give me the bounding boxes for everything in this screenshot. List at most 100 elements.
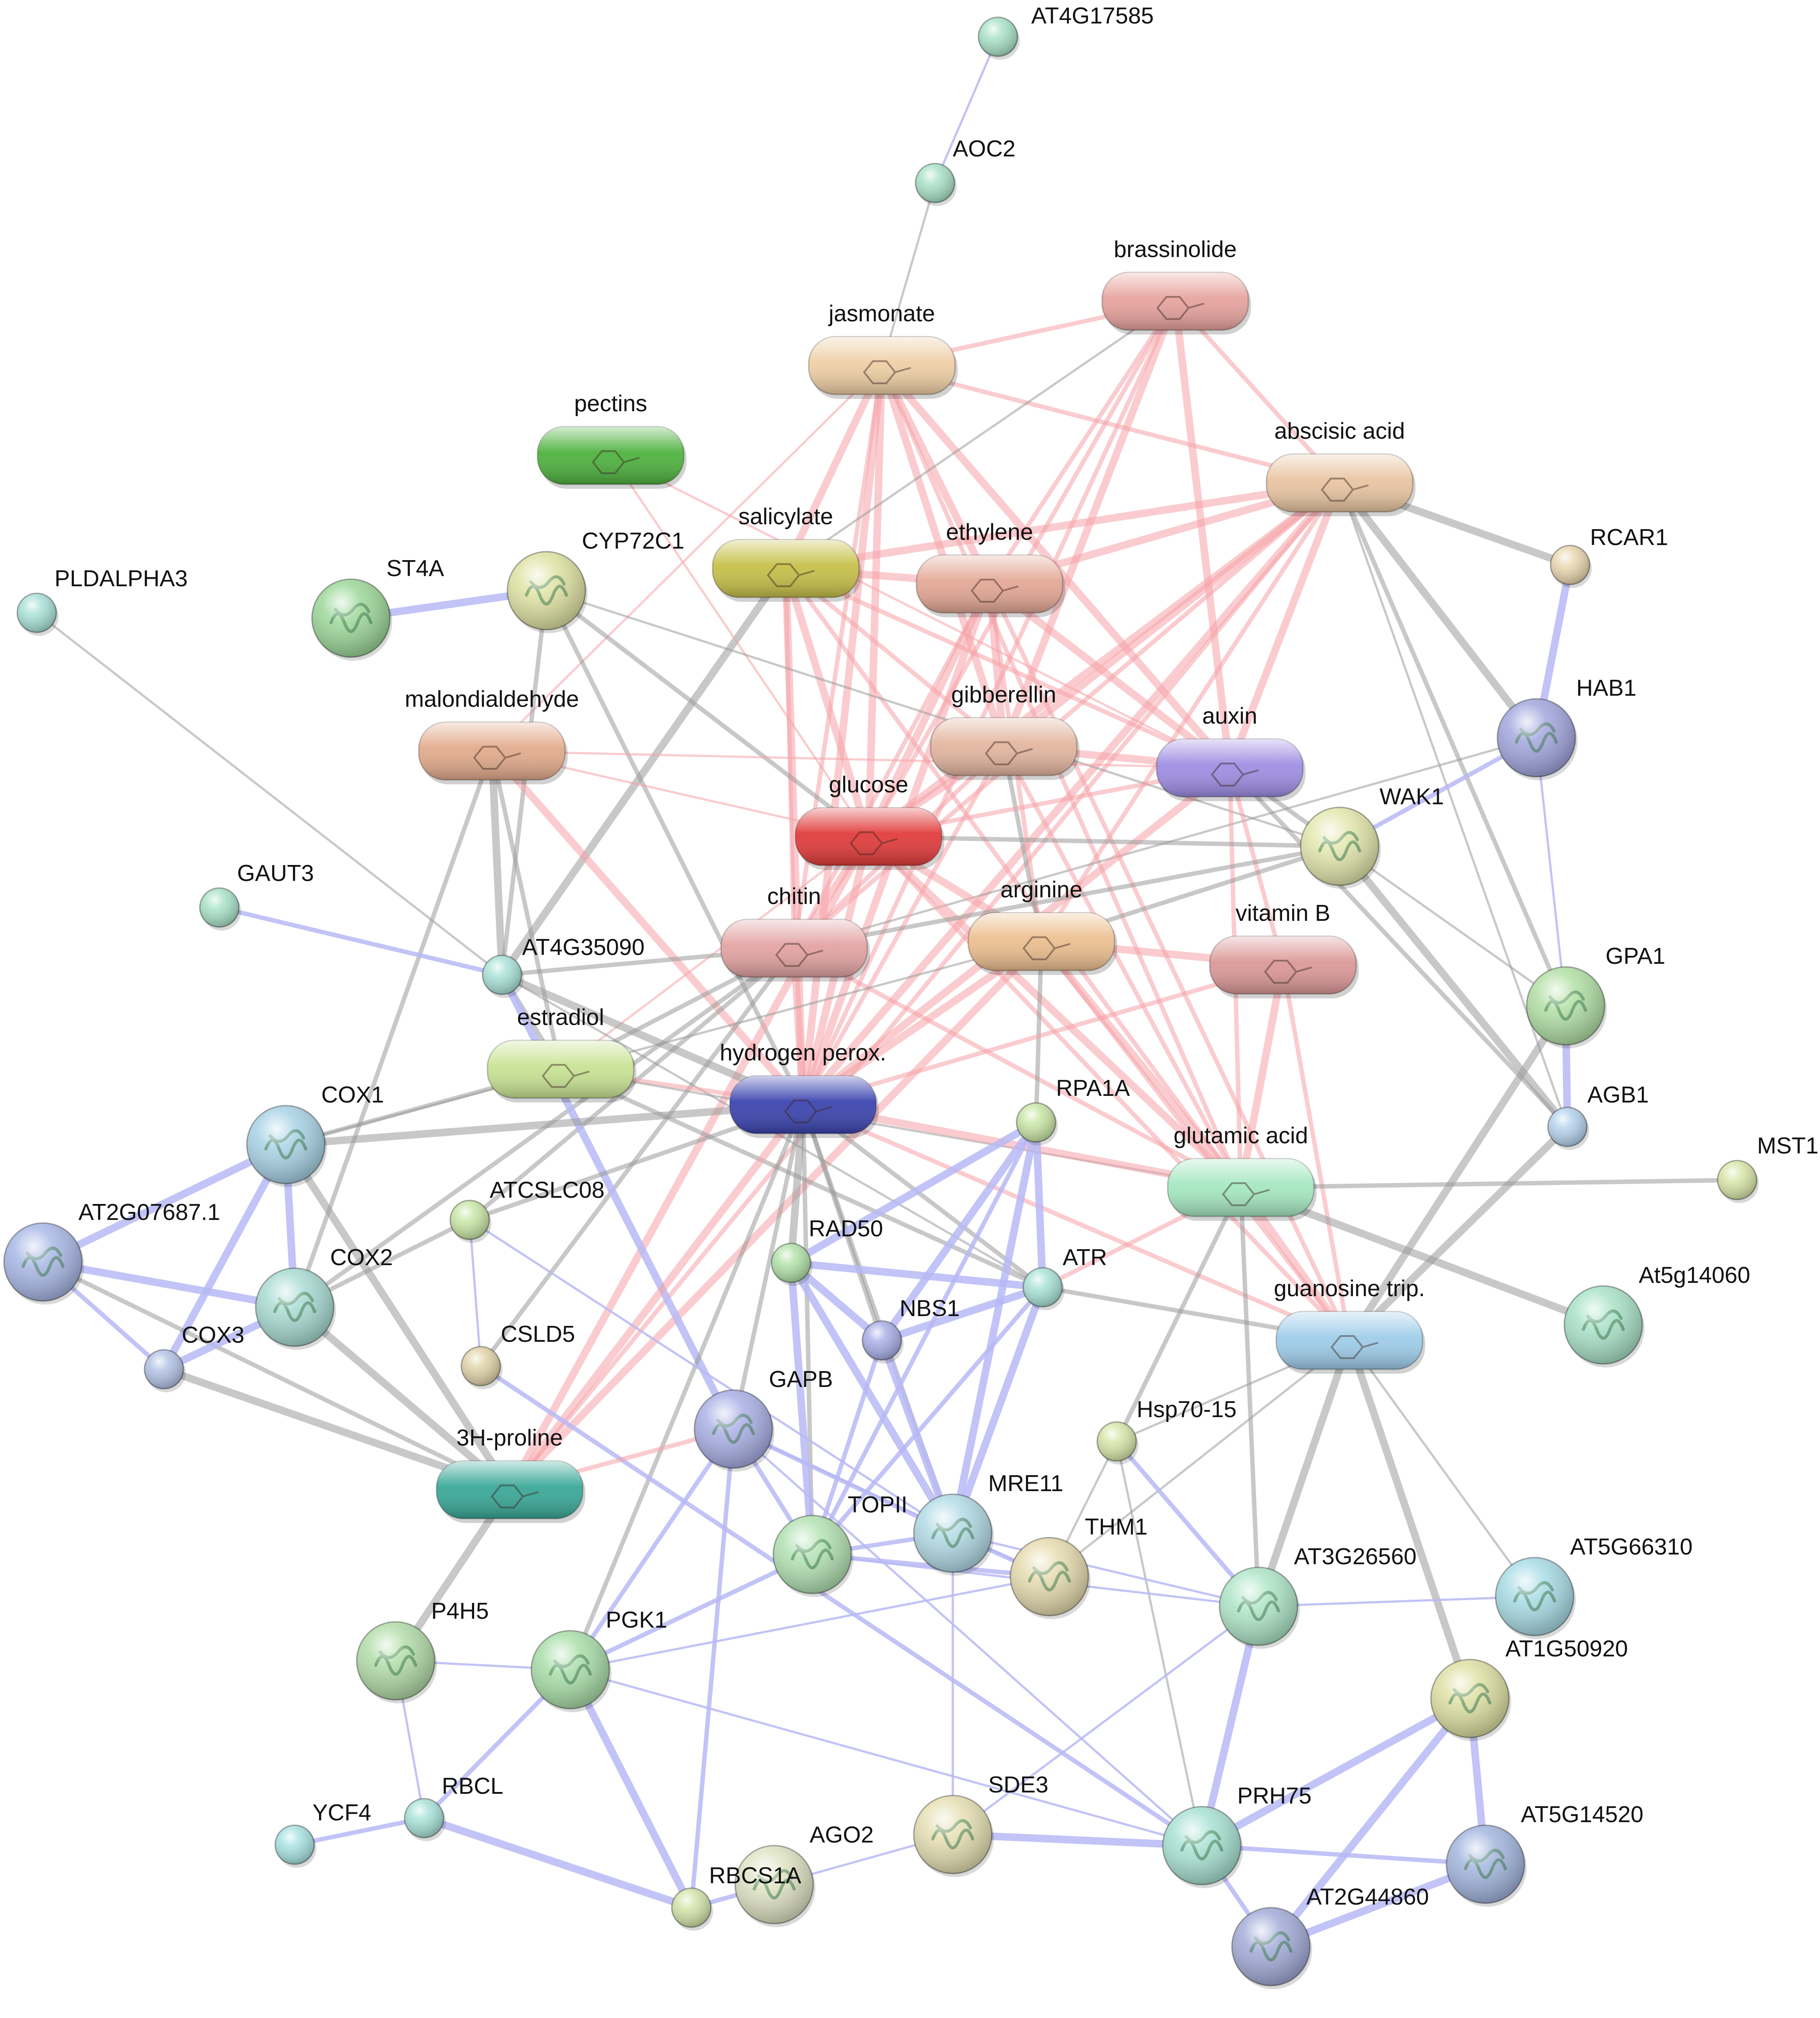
- node-rcar1[interactable]: RCAR1: [1550, 525, 1668, 588]
- node-gapb[interactable]: GAPB: [694, 1367, 833, 1472]
- edge-chitin-ATCSLC08: [468, 946, 796, 1222]
- pill-gloss: [1102, 273, 1248, 330]
- node-pldalpha3[interactable]: PLDALPHA3: [16, 566, 188, 636]
- node-glutamic-acid[interactable]: glutamic acid: [1167, 1123, 1317, 1221]
- node-rbcs1a[interactable]: RBCS1A: [671, 1863, 801, 1931]
- bubble-gloss: [200, 888, 239, 927]
- node-sde3[interactable]: SDE3: [913, 1772, 1048, 1877]
- node-label: CYP72C1: [582, 528, 684, 554]
- node-at4g17585[interactable]: AT4G17585: [978, 3, 1154, 60]
- node-gibberellin[interactable]: gibberellin: [930, 682, 1080, 780]
- node-aoc2[interactable]: AOC2: [915, 136, 1016, 206]
- node-st4a[interactable]: ST4A: [311, 556, 444, 661]
- edge-brassinolide-salicylate: [784, 300, 1177, 570]
- node-at2g44860[interactable]: AT2G44860: [1231, 1884, 1429, 1989]
- node-rbcl[interactable]: RBCL: [404, 1773, 503, 1841]
- edge-auxin-AGB1: [1228, 766, 1570, 1129]
- node-malondialdehyde[interactable]: malondialdehyde: [405, 686, 579, 784]
- node-chitin[interactable]: chitin: [720, 884, 870, 982]
- node-hsp70-15[interactable]: Hsp70-15: [1096, 1397, 1236, 1465]
- node-abscisic-acid[interactable]: abscisic acid: [1266, 418, 1415, 516]
- node-estradiol[interactable]: estradiol: [487, 1005, 636, 1102]
- node-jasmonate[interactable]: jasmonate: [808, 301, 958, 399]
- edge-RAD50-MRE11: [787, 1259, 957, 1537]
- edge-GPA1-WAK1: [1338, 845, 1567, 1007]
- node-topii[interactable]: TOPII: [772, 1492, 908, 1597]
- node-3h-proline[interactable]: 3H-proline: [436, 1425, 585, 1523]
- edge-RBCL-YCF4: [292, 1816, 426, 1847]
- edge-AT3G26560-SDE3: [951, 1605, 1260, 1836]
- molecule-structure-icon: [970, 579, 1019, 603]
- pill-gloss: [721, 919, 867, 977]
- node-vitamin-b[interactable]: vitamin B: [1209, 900, 1359, 998]
- node-p4h5[interactable]: P4H5: [356, 1598, 489, 1703]
- node-mst1[interactable]: MST1: [1717, 1133, 1819, 1203]
- node-mre11[interactable]: MRE11: [913, 1471, 1064, 1576]
- node-label: AOC2: [953, 136, 1016, 162]
- node-arginine[interactable]: arginine: [967, 877, 1117, 975]
- node-at3g26560[interactable]: AT3G26560: [1219, 1544, 1417, 1649]
- node-at4g35090[interactable]: AT4G35090: [482, 935, 645, 998]
- node-salicylate[interactable]: salicylate: [712, 504, 861, 602]
- edge-malondialdehyde-estradiol: [490, 749, 563, 1071]
- node-nbs1[interactable]: NBS1: [861, 1296, 960, 1364]
- node-brassinolide[interactable]: brassinolide: [1101, 237, 1251, 335]
- node-hab1[interactable]: HAB1: [1497, 675, 1637, 780]
- node-ethylene[interactable]: ethylene: [916, 519, 1065, 617]
- edge-PGK1-RBCS1A: [566, 1666, 695, 1912]
- bubble-gloss: [405, 1799, 444, 1838]
- node-at5g14520[interactable]: AT5G14520: [1446, 1802, 1644, 1907]
- molecule-structure-icon: [592, 450, 640, 474]
- edge-jasmonate-salicylate: [782, 362, 886, 573]
- node-thm1[interactable]: THM1: [1009, 1514, 1148, 1619]
- node-label: 3H-proline: [456, 1425, 563, 1451]
- node-gpa1[interactable]: GPA1: [1526, 943, 1665, 1048]
- node-wak1[interactable]: WAK1: [1300, 784, 1444, 889]
- node-at2g07687-1[interactable]: AT2G07687.1: [3, 1200, 220, 1305]
- node-label: COX1: [321, 1082, 384, 1108]
- edge-CSLD5-PRH75: [479, 1364, 1204, 1848]
- node-atcslc08[interactable]: ATCSLC08: [449, 1177, 604, 1243]
- node-at5g66310[interactable]: AT5G66310: [1495, 1534, 1693, 1639]
- node-rad50[interactable]: RAD50: [771, 1216, 883, 1286]
- edge-chitin-CSLD5: [479, 946, 796, 1368]
- node-csld5[interactable]: CSLD5: [460, 1321, 575, 1389]
- node-auxin[interactable]: auxin: [1156, 703, 1306, 801]
- edge-AT1G50920-PRH75: [1198, 1695, 1474, 1850]
- edge-salicylate-auxin: [783, 566, 1232, 770]
- node-pgk1[interactable]: PGK1: [530, 1607, 667, 1712]
- edge-COX1-AT2G07687_1: [39, 1141, 290, 1266]
- node-agb1[interactable]: AGB1: [1547, 1082, 1649, 1150]
- edge-hydrogen_perox-GAPB: [731, 1102, 805, 1431]
- edge-RBCL-RBCS1A: [420, 1814, 695, 1912]
- bubble-gloss: [914, 1494, 992, 1572]
- edge-brassinolide-abscisic_acid: [1173, 299, 1342, 485]
- node-rpa1a[interactable]: RPA1A: [1016, 1075, 1130, 1145]
- node-hydrogen-perox[interactable]: hydrogen perox.: [720, 1040, 886, 1138]
- edge-gibberellin-arginine: [1002, 744, 1044, 944]
- node-cox2[interactable]: COX2: [255, 1245, 393, 1350]
- node-atr[interactable]: ATR: [1022, 1245, 1107, 1310]
- node-label: estradiol: [517, 1005, 604, 1030]
- node-cox3[interactable]: COX3: [144, 1322, 245, 1392]
- edge-abscisic_acid-HAB1: [1336, 479, 1540, 742]
- node-guanosine-trip[interactable]: guanosine trip.: [1274, 1276, 1425, 1374]
- node-at5g14060[interactable]: At5g14060: [1563, 1262, 1750, 1367]
- bubble-gloss: [914, 1796, 992, 1874]
- edge-COX1-3H_proline: [282, 1141, 514, 1494]
- node-cox1[interactable]: COX1: [246, 1082, 384, 1187]
- edge-abscisic_acid-AGB1: [1338, 482, 1569, 1128]
- node-label: PRH75: [1237, 1783, 1312, 1809]
- node-ago2[interactable]: AGO2: [734, 1822, 874, 1927]
- node-at1g50920[interactable]: AT1G50920: [1430, 1636, 1628, 1741]
- node-label: WAK1: [1380, 784, 1444, 810]
- pill-gloss: [538, 427, 684, 484]
- node-gaut3[interactable]: GAUT3: [199, 861, 314, 931]
- node-glucose[interactable]: glucose: [795, 772, 944, 870]
- node-ycf4[interactable]: YCF4: [274, 1800, 371, 1868]
- edge-AT3G26560-AT5G66310: [1257, 1595, 1536, 1608]
- node-pectins[interactable]: pectins: [537, 391, 686, 489]
- molecule-structure-icon: [542, 1064, 590, 1088]
- node-cyp72c1[interactable]: CYP72C1: [507, 528, 684, 633]
- node-prh75[interactable]: PRH75: [1162, 1783, 1312, 1888]
